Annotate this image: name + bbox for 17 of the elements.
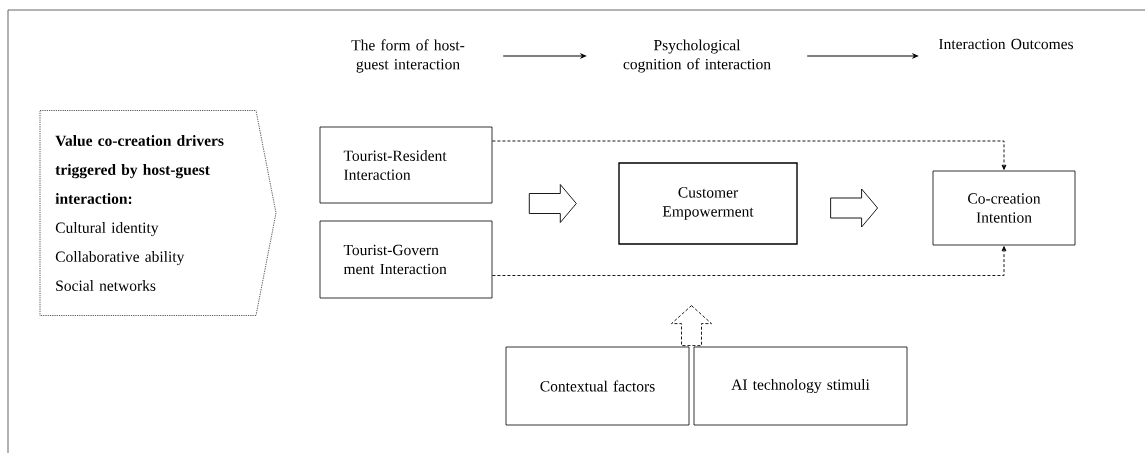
block-arrow xyxy=(671,305,712,347)
process-box: AI technology stimuli xyxy=(693,346,908,426)
dashed-arrow xyxy=(491,140,1007,170)
block-arrow xyxy=(528,184,577,223)
dashed-arrow xyxy=(491,246,1007,276)
process-box: Co-creation Intention xyxy=(932,170,1076,246)
process-box: Tourist-Govern ment Interaction xyxy=(319,220,493,299)
process-box: Tourist-Resident Interaction xyxy=(319,126,493,204)
process-box: Customer Empowerment xyxy=(618,162,798,245)
stage-heading: The form of host-guest interaction xyxy=(351,39,465,73)
stage-heading: Interaction Outcomes xyxy=(939,38,1074,50)
block-arrow xyxy=(830,188,879,228)
stage-heading: Psychological cognition of interaction xyxy=(623,39,771,73)
arrow xyxy=(502,53,587,59)
arrow xyxy=(806,53,919,59)
driver-panel: Value co-creation drivers triggered by host-guest interaction: Cultural identity Collaborative ability Social networks xyxy=(39,110,277,316)
process-box: Contextual factors xyxy=(505,346,690,426)
